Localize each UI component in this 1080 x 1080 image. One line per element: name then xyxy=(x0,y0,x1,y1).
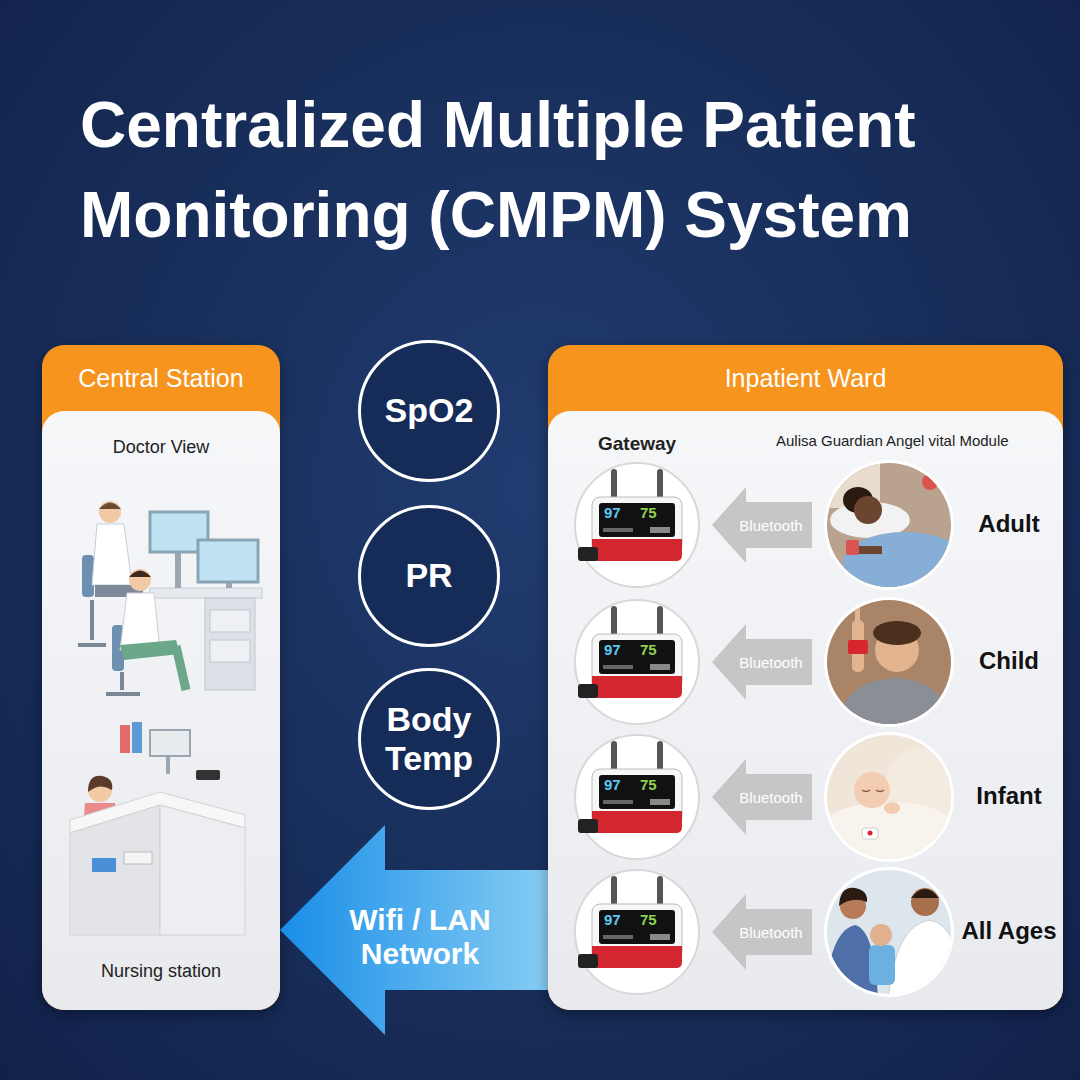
age-label: Child xyxy=(957,647,1061,675)
arrow-outline xyxy=(712,894,812,970)
column-heading: Aulisa Guardian Angel vital Module xyxy=(776,432,1061,449)
panel-body xyxy=(42,411,280,1010)
bluetooth-arrow: Bluetooth xyxy=(712,894,812,970)
parameter-label: PR xyxy=(399,556,458,595)
view-caption: Doctor View xyxy=(42,437,280,458)
screen-reading: 97 xyxy=(604,504,621,521)
view-caption: Nursing station xyxy=(42,961,280,982)
age-label: All Ages xyxy=(957,917,1061,945)
ward-panel: Inpatient WardGateway Aulisa Guardian Ang… xyxy=(548,345,1063,1010)
network-arrow xyxy=(280,825,548,1035)
screen-reading: 97 xyxy=(604,776,621,793)
edge-label: Wifi / LAN Network xyxy=(310,903,530,971)
arrow-outline xyxy=(712,624,812,700)
bluetooth-arrow: Bluetooth xyxy=(712,487,812,563)
link-label: Bluetooth xyxy=(739,517,802,534)
panel-heading: Central Station xyxy=(42,345,280,411)
screen-reading: 75 xyxy=(640,504,657,521)
link-label: Bluetooth xyxy=(739,924,802,941)
patient-circle: Adult xyxy=(824,460,954,590)
screen-reading: 97 xyxy=(604,911,621,928)
patient-circle: All Ages xyxy=(824,867,954,997)
parameter-label: Body Temp xyxy=(361,700,497,778)
parameter-label: SpO2 xyxy=(379,391,480,430)
column-heading: Gateway xyxy=(598,433,738,455)
parameter-circle: Body Temp xyxy=(358,668,500,810)
parameter-circle: PR xyxy=(358,505,500,647)
station-panel: Central StationDoctor ViewNursing statio… xyxy=(42,345,280,1010)
screen-reading: 97 xyxy=(604,641,621,658)
bluetooth-arrow: Bluetooth xyxy=(712,624,812,700)
arrow-outline xyxy=(712,759,812,835)
patient-circle: Infant xyxy=(824,732,954,862)
patient-circle: Child xyxy=(824,597,954,727)
age-label: Adult xyxy=(957,510,1061,538)
diagram-title: Centralized Multiple Patient Monitoring … xyxy=(80,80,980,260)
link-label: Bluetooth xyxy=(739,654,802,671)
link-label: Bluetooth xyxy=(739,789,802,806)
parameter-circle: SpO2 xyxy=(358,340,500,482)
arrow-outline xyxy=(712,487,812,563)
age-label: Infant xyxy=(957,782,1061,810)
screen-reading: 75 xyxy=(640,911,657,928)
screen-reading: 75 xyxy=(640,776,657,793)
bluetooth-arrow: Bluetooth xyxy=(712,759,812,835)
panel-heading: Inpatient Ward xyxy=(548,345,1063,411)
screen-reading: 75 xyxy=(640,641,657,658)
